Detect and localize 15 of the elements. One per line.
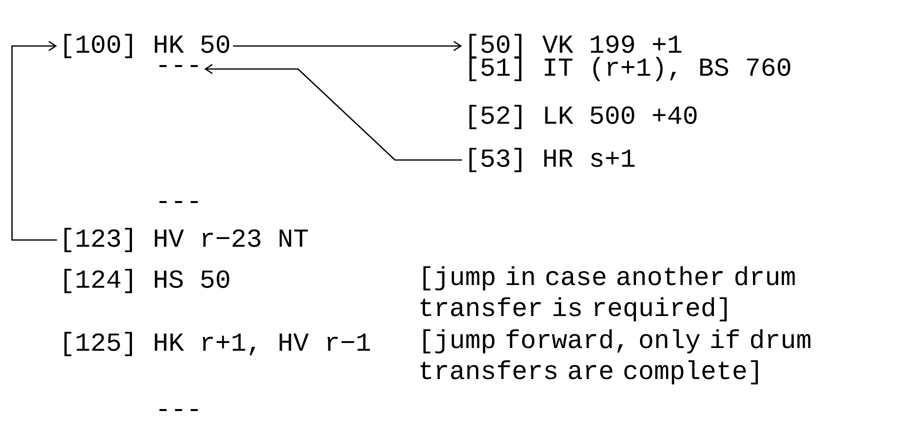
ellipsis-dashes: --- — [159, 65, 198, 68]
instruction-text: [123] HV r−23 NT — [64, 228, 308, 252]
comment-text: [jump in case another drum transfer is required] — [420, 266, 795, 322]
instruction-text: [100] HK 50 — [64, 34, 230, 58]
instruction-text: [125] HK r+1, HV r−1 — [64, 332, 370, 356]
ellipsis-dashes: --- — [159, 201, 198, 204]
ellipsis-dashes: --- — [159, 409, 198, 412]
arrow — [204, 64, 462, 161]
arrow — [11, 40, 58, 241]
instruction-text: [53] HR s+1 — [469, 148, 635, 172]
instruction-text: [124] HS 50 — [64, 268, 230, 294]
comment-text: [jump forward, only if drum transfers are complete] — [420, 329, 810, 384]
instruction-text: [52] LK 500 +40 — [469, 104, 697, 130]
instruction-text: [51] IT (r+1), BS 760 — [469, 56, 790, 82]
arrow — [233, 40, 462, 52]
